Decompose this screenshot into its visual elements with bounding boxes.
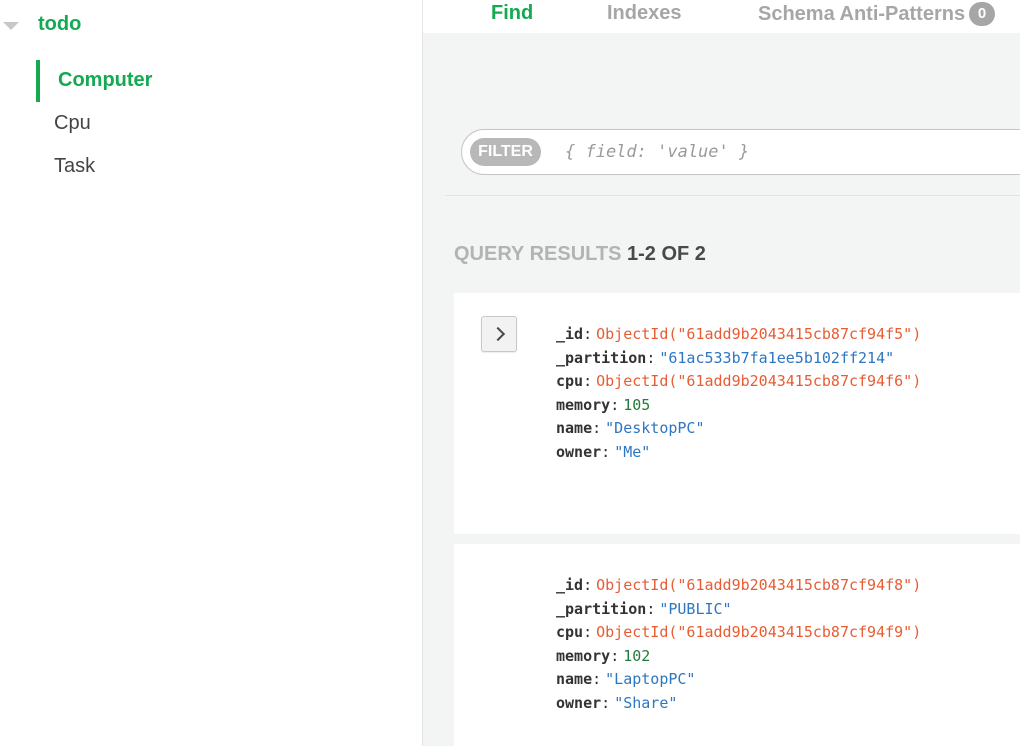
- tab-find[interactable]: Find: [491, 2, 534, 24]
- field-colon: :: [610, 395, 620, 414]
- document-fields: _id:ObjectId("61add9b2043415cb87cf94f5")…: [556, 323, 921, 465]
- chevron-right-icon: [490, 326, 506, 342]
- document-field: _id:ObjectId("61add9b2043415cb87cf94f8"): [556, 574, 921, 598]
- document-field: _id:ObjectId("61add9b2043415cb87cf94f5"): [556, 323, 921, 347]
- field-value: "DesktopPC": [605, 419, 705, 438]
- field-key: memory: [556, 395, 611, 414]
- field-value: "Me": [614, 442, 651, 461]
- field-colon: :: [583, 623, 593, 642]
- field-key: memory: [556, 646, 611, 665]
- field-colon: :: [583, 372, 593, 391]
- field-colon: :: [646, 599, 656, 618]
- field-key: _id: [556, 576, 584, 594]
- field-colon: :: [601, 693, 611, 712]
- document-fields: _id:ObjectId("61add9b2043415cb87cf94f8")…: [556, 574, 921, 716]
- field-key: name: [556, 670, 593, 689]
- field-colon: :: [592, 670, 602, 689]
- document-field: owner:"Share": [556, 692, 921, 716]
- query-results-label: QUERY RESULTS: [454, 243, 622, 265]
- field-colon: :: [646, 348, 656, 367]
- field-value: 105: [623, 395, 651, 414]
- document-field: owner:"Me": [556, 441, 921, 465]
- filter-input[interactable]: FILTER { field: 'value' }: [461, 129, 1020, 175]
- query-results-header: QUERY RESULTS 1-2 OF 2: [454, 243, 706, 266]
- field-value: ObjectId("61add9b2043415cb87cf94f5"): [596, 325, 922, 343]
- field-key: cpu: [556, 623, 584, 642]
- field-colon: :: [583, 576, 593, 594]
- document-field: name:"LaptopPC": [556, 668, 921, 692]
- field-value: ObjectId("61add9b2043415cb87cf94f8"): [596, 576, 922, 594]
- document-field: name:"DesktopPC": [556, 417, 921, 441]
- field-value: "Share": [614, 693, 678, 712]
- document-field: _partition:"61ac533b7fa1ee5b102ff214": [556, 347, 921, 371]
- field-value: "PUBLIC": [659, 599, 732, 618]
- field-value: ObjectId("61add9b2043415cb87cf94f9"): [596, 623, 922, 642]
- expand-document-button[interactable]: [481, 316, 517, 352]
- field-value: 102: [623, 646, 651, 665]
- sidebar-database-todo[interactable]: todo: [0, 8, 420, 42]
- field-key: _partition: [556, 348, 647, 367]
- document-field: memory:102: [556, 645, 921, 669]
- anti-patterns-count-badge: 0: [969, 2, 996, 26]
- active-collection-indicator: [36, 60, 40, 102]
- document-field: cpu:ObjectId("61add9b2043415cb87cf94f6"): [556, 370, 921, 394]
- document-card: _id:ObjectId("61add9b2043415cb87cf94f5")…: [454, 293, 1020, 534]
- filter-placeholder: { field: 'value' }: [565, 142, 750, 162]
- database-name[interactable]: todo: [38, 13, 82, 35]
- field-key: cpu: [556, 372, 584, 391]
- field-colon: :: [583, 325, 593, 343]
- sidebar: todo Computer Cpu Task: [0, 0, 423, 746]
- sidebar-item-cpu[interactable]: Cpu: [54, 112, 91, 134]
- field-key: owner: [556, 693, 602, 712]
- tab-indexes[interactable]: Indexes: [607, 2, 682, 24]
- tab-schema-anti-patterns-label: Schema Anti-Patterns: [758, 3, 966, 25]
- document-field: memory:105: [556, 394, 921, 418]
- filter-bar: FILTER { field: 'value' }: [445, 110, 1020, 196]
- field-key: owner: [556, 442, 602, 461]
- field-value: ObjectId("61add9b2043415cb87cf94f6"): [596, 372, 922, 391]
- sidebar-item-computer[interactable]: Computer: [58, 69, 153, 91]
- caret-down-icon[interactable]: [3, 22, 19, 30]
- sidebar-item-task[interactable]: Task: [54, 155, 96, 177]
- field-key: _partition: [556, 599, 647, 618]
- filter-label: FILTER: [470, 138, 541, 166]
- field-key: name: [556, 419, 593, 438]
- query-results-range: 1-2 OF 2: [627, 243, 706, 265]
- field-value: "LaptopPC": [605, 670, 696, 689]
- document-card: _id:ObjectId("61add9b2043415cb87cf94f8")…: [454, 544, 1020, 746]
- field-colon: :: [610, 646, 620, 665]
- document-field: cpu:ObjectId("61add9b2043415cb87cf94f9"): [556, 621, 921, 645]
- field-value: "61ac533b7fa1ee5b102ff214": [659, 348, 895, 367]
- document-field: _partition:"PUBLIC": [556, 598, 921, 622]
- field-colon: :: [592, 419, 602, 438]
- field-key: _id: [556, 325, 584, 343]
- field-colon: :: [601, 442, 611, 461]
